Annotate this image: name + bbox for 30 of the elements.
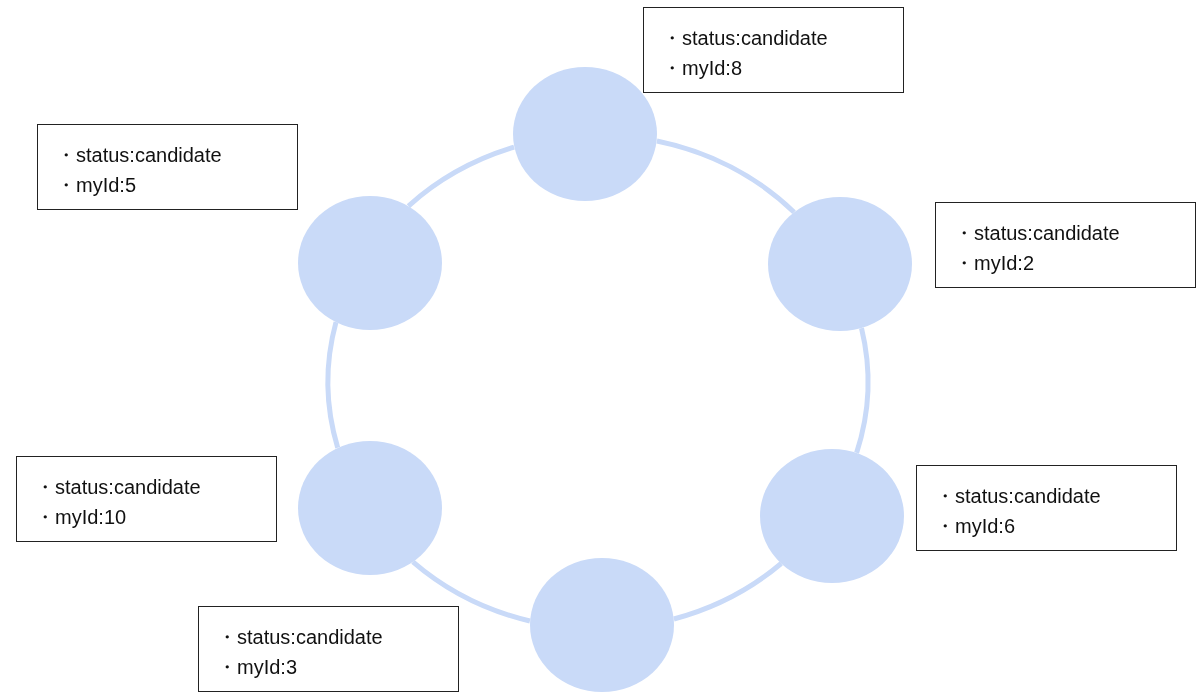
info-box (16, 456, 277, 542)
list-item: ・myId:2 (954, 251, 1035, 276)
connector-arc (325, 321, 341, 449)
info-box (37, 124, 298, 210)
info-box (935, 202, 1196, 288)
info-box (198, 606, 459, 692)
list-item: ・myId:3 (217, 655, 298, 680)
node-circle (298, 196, 442, 330)
list-item: ・status:candidate (662, 26, 828, 51)
list-item: ・myId:10 (35, 505, 127, 530)
list-item: ・myId:6 (935, 514, 1016, 539)
node-circle (768, 197, 912, 331)
list-item: ・status:candidate (935, 484, 1101, 509)
connector-arc (411, 559, 531, 624)
connector-arc (406, 144, 515, 209)
node-circle (513, 67, 657, 201)
list-item: ・status:candidate (35, 475, 201, 500)
list-item: ・status:candidate (954, 221, 1120, 246)
list-item: ・status:candidate (217, 625, 383, 650)
connector-arc (673, 561, 783, 622)
connector-arc (656, 138, 796, 215)
list-item: ・myId:8 (662, 56, 743, 81)
node-circle (530, 558, 674, 692)
info-box (643, 7, 904, 93)
connector-arc (854, 327, 871, 454)
info-box (916, 465, 1177, 551)
node-circle (298, 441, 442, 575)
node-circle (760, 449, 904, 583)
list-item: ・status:candidate (56, 143, 222, 168)
list-item: ・myId:5 (56, 173, 137, 198)
